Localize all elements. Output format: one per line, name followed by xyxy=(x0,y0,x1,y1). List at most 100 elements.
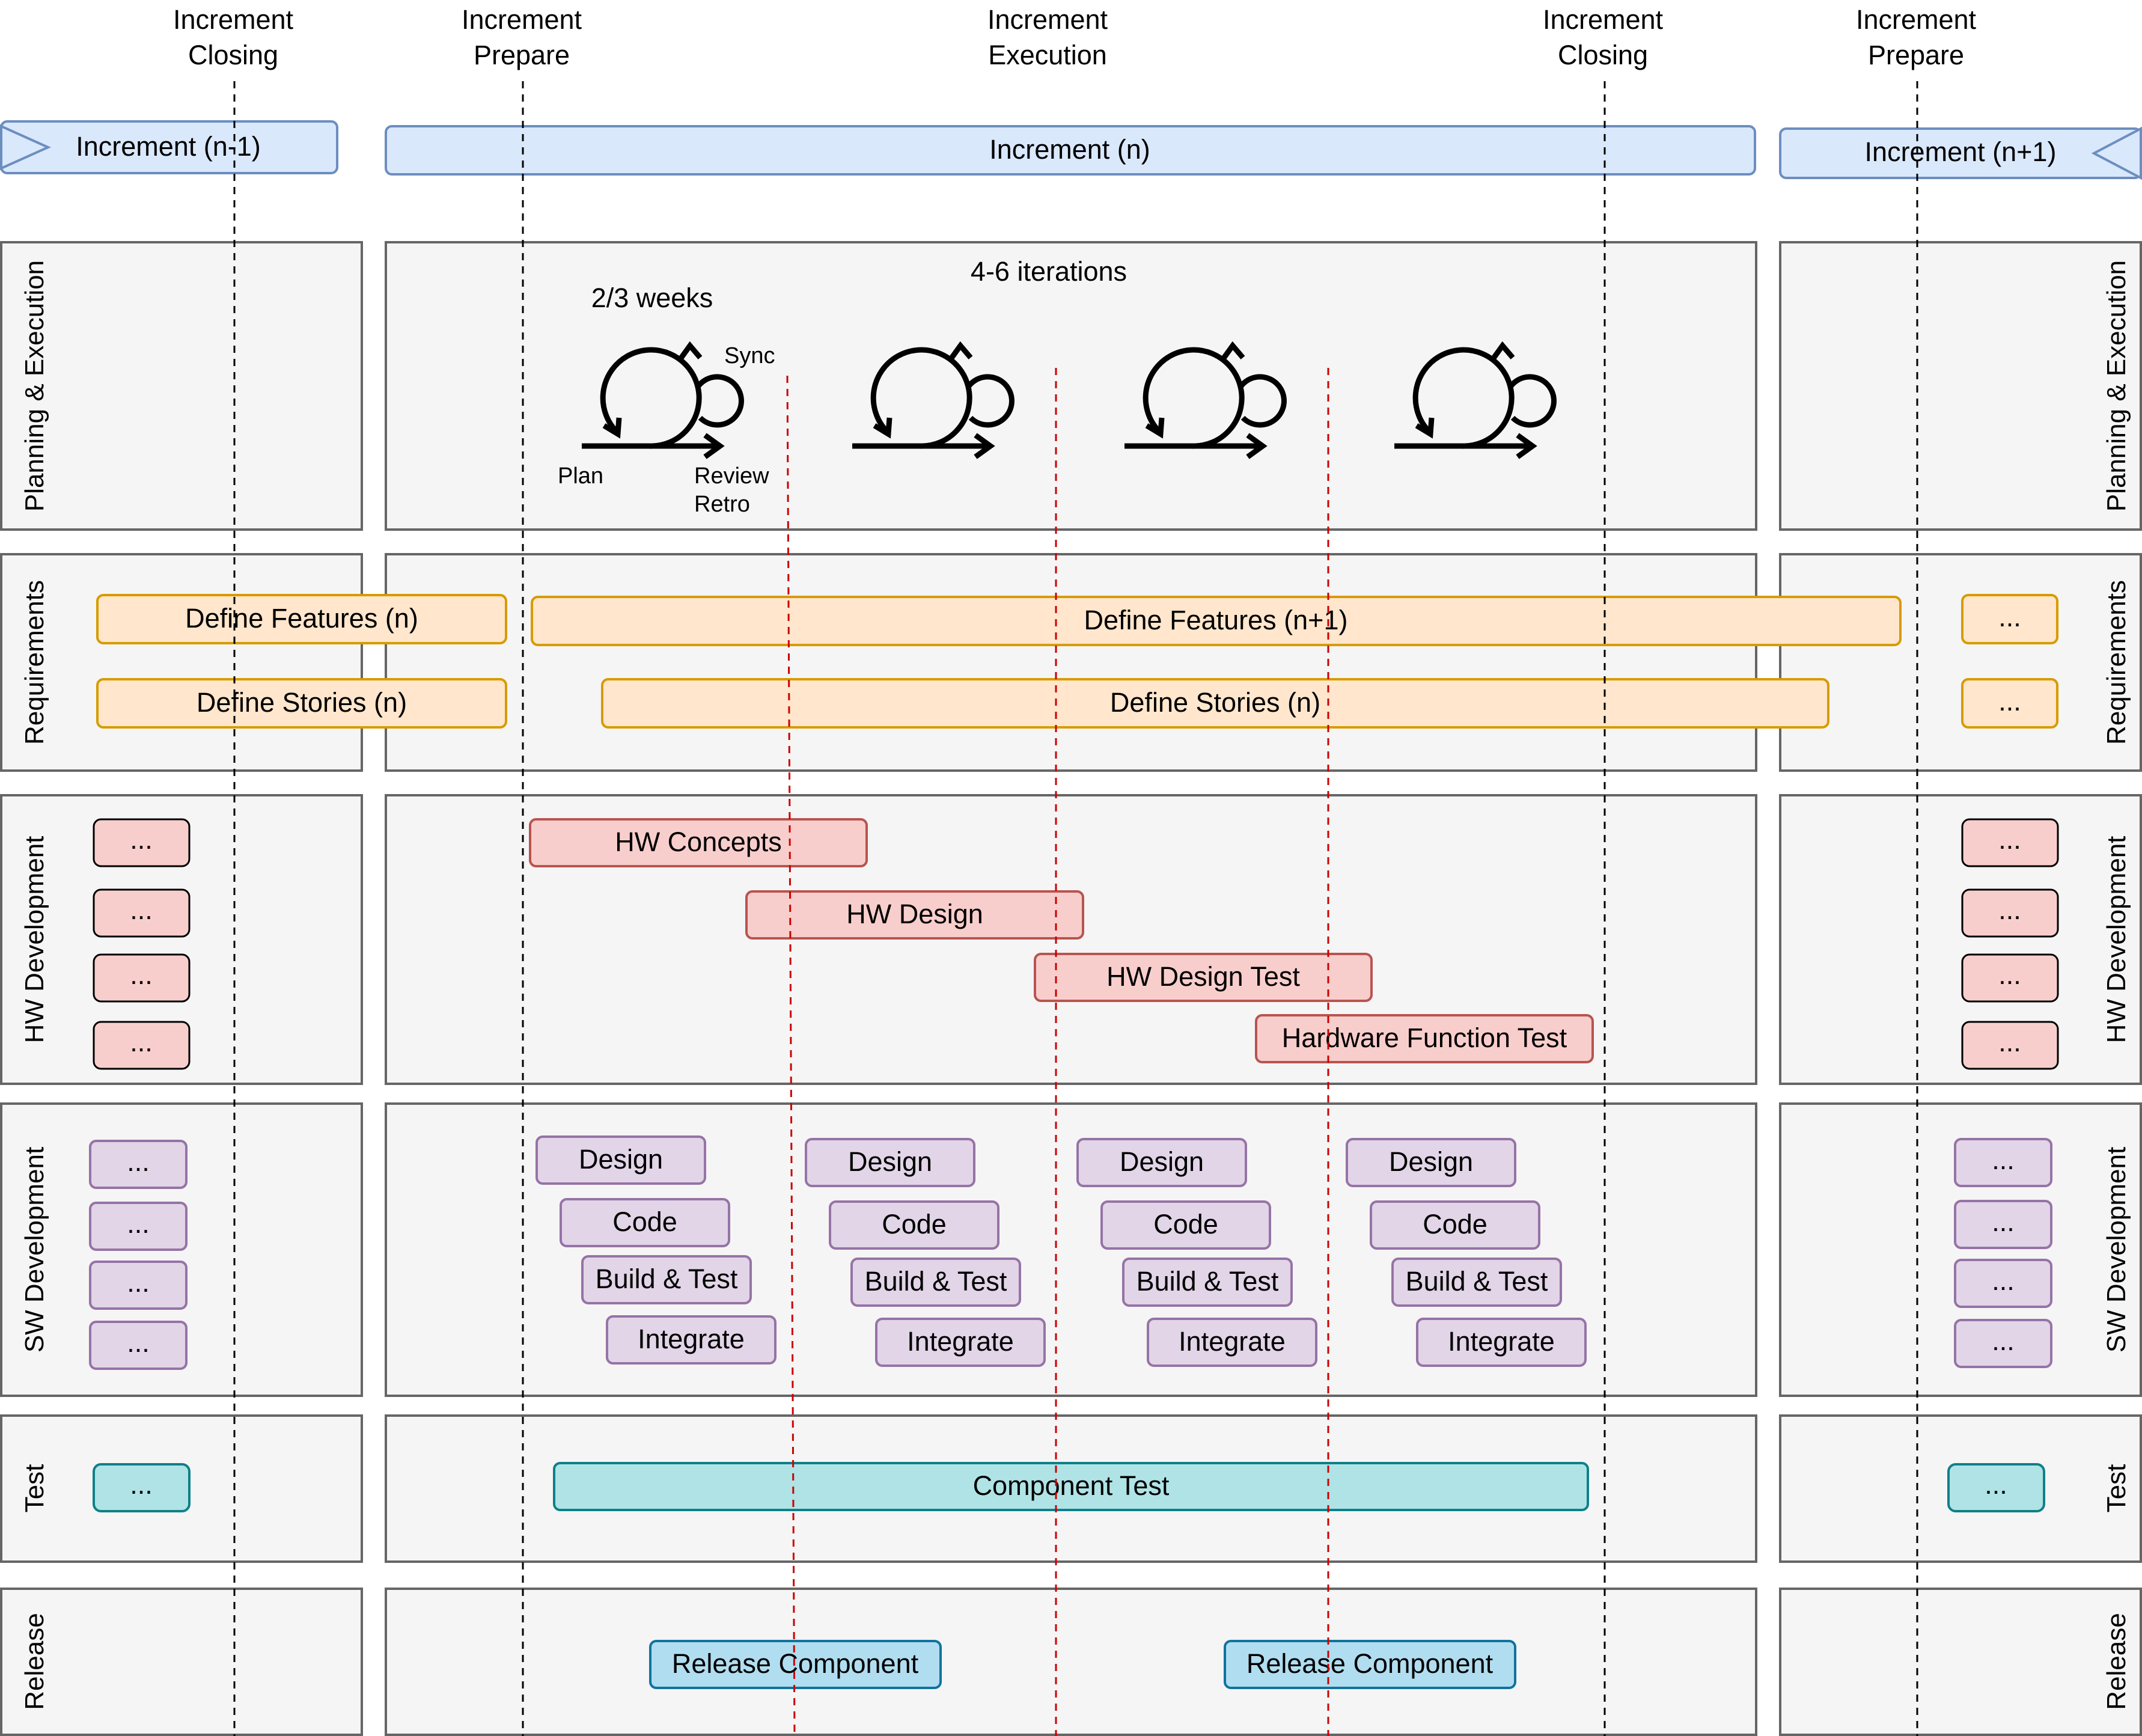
sw-integrate-iteration-3: Integrate xyxy=(1147,1318,1317,1367)
task-release-component-1: Release Component xyxy=(649,1640,942,1689)
lane-label-test-right: Test xyxy=(2102,1464,2131,1513)
task-label: Design xyxy=(848,1146,932,1177)
sw-code-iteration-4: Code xyxy=(1370,1200,1540,1250)
lane-hw-right-panel xyxy=(1779,794,2142,1085)
task-label: Build & Test xyxy=(1137,1266,1279,1297)
task-define-features-current: Define Features (n+1) xyxy=(531,596,1902,646)
sw-placeholder-right-4: ... xyxy=(1954,1319,2052,1368)
test-placeholder-right: ... xyxy=(1947,1463,2045,1512)
lane-release-left-panel xyxy=(0,1588,363,1736)
task-label: Hardware Function Test xyxy=(1282,1022,1567,1053)
lane-label-sw-right: SW Development xyxy=(2102,1147,2131,1352)
lane-label-release-right: Release xyxy=(2102,1613,2131,1710)
task-label: Design xyxy=(1389,1146,1473,1177)
sw-design-iteration-4: Design xyxy=(1346,1138,1516,1187)
task-hw-concepts: HW Concepts xyxy=(529,818,868,867)
phase-header-closing-prev-line2: Closing xyxy=(188,40,278,70)
task-label: ... xyxy=(1985,1469,2007,1500)
sw-placeholder-right-1: ... xyxy=(1954,1138,2052,1187)
increment-next-label: Increment (n+1) xyxy=(1865,136,2057,167)
task-define-stories-current: Define Stories (n) xyxy=(601,678,1829,729)
task-label: Release Component xyxy=(672,1648,919,1679)
sw-build-test-iteration-2: Build & Test xyxy=(850,1258,1021,1307)
lane-label-sw-left: SW Development xyxy=(20,1147,49,1352)
increment-bar-current: Increment (n) xyxy=(385,125,1756,176)
task-label: HW Design xyxy=(846,899,983,929)
hw-placeholder-right-2: ... xyxy=(1961,888,2059,938)
phase-header-prepare-next-line1: Increment xyxy=(1856,4,1977,35)
sw-build-test-iteration-3: Build & Test xyxy=(1122,1258,1293,1307)
lane-label-release-left: Release xyxy=(20,1613,49,1710)
scrum-cycle-icon xyxy=(1394,341,1557,459)
hw-placeholder-right-3: ... xyxy=(1961,953,2059,1003)
sw-design-iteration-2: Design xyxy=(805,1138,975,1187)
task-label: ... xyxy=(130,959,153,990)
iterations-label: 4-6 iterations xyxy=(971,256,1127,287)
task-label: HW Concepts xyxy=(615,827,782,857)
task-label: Code xyxy=(612,1206,677,1237)
sw-placeholder-left-1: ... xyxy=(89,1140,188,1189)
lane-label-hw-right: HW Development xyxy=(2102,836,2131,1044)
lane-requirements-left-panel xyxy=(0,553,363,772)
task-label: ... xyxy=(1998,894,2021,925)
sw-code-iteration-1: Code xyxy=(560,1198,730,1247)
sw-placeholder-left-2: ... xyxy=(89,1202,188,1251)
hw-placeholder-right-4: ... xyxy=(1961,1021,2059,1070)
hw-placeholder-left-1: ... xyxy=(93,818,191,867)
scrum-cycle-icon xyxy=(1124,341,1287,459)
lane-planning-left-panel xyxy=(0,241,363,531)
sw-code-iteration-3: Code xyxy=(1100,1200,1271,1250)
sw-placeholder-left-3: ... xyxy=(89,1261,188,1310)
task-label: Code xyxy=(1153,1209,1218,1239)
phase-header-closing-line1: Increment xyxy=(1543,4,1664,35)
lane-label-test-left: Test xyxy=(20,1464,49,1513)
task-label: Build & Test xyxy=(865,1266,1007,1297)
task-label: ... xyxy=(130,824,153,855)
duration-label: 2/3 weeks xyxy=(591,283,713,313)
sw-build-test-iteration-1: Build & Test xyxy=(581,1255,752,1304)
lane-requirements-center-panel xyxy=(385,553,1757,772)
sw-design-iteration-3: Design xyxy=(1076,1138,1247,1187)
task-label: Integrate xyxy=(907,1326,1014,1357)
task-label: ... xyxy=(1998,959,2021,990)
task-label: ... xyxy=(1998,1027,2021,1057)
increment-prev-arrow-icon xyxy=(0,124,51,171)
task-define-stories-prev: Define Stories (n) xyxy=(96,678,507,729)
lane-label-planning-right: Planning & Execution xyxy=(2102,260,2131,512)
task-hw-design-test: HW Design Test xyxy=(1034,953,1373,1002)
task-label: Integrate xyxy=(1179,1326,1286,1357)
increment-bar-prev: Increment (n-1) xyxy=(0,120,338,174)
task-label: Build & Test xyxy=(596,1264,738,1294)
phase-header-closing-line2: Closing xyxy=(1558,40,1648,70)
phase-header-prepare-line2: Prepare xyxy=(474,40,570,70)
hw-placeholder-left-2: ... xyxy=(93,888,191,938)
scrum-cycle-icon xyxy=(582,341,744,459)
task-hardware-function-test: Hardware Function Test xyxy=(1255,1014,1594,1063)
task-requirements-next-2: ... xyxy=(1961,678,2058,729)
phase-header-execution-line2: Execution xyxy=(988,40,1107,70)
test-placeholder-left: ... xyxy=(93,1463,191,1512)
task-label: Release Component xyxy=(1246,1648,1494,1679)
retro-label: Retro xyxy=(694,492,750,517)
increment-prev-label: Increment (n-1) xyxy=(76,131,261,162)
task-define-features-prev: Define Features (n) xyxy=(96,594,507,644)
task-label: Define Features (n) xyxy=(185,603,418,634)
phase-header-execution-line1: Increment xyxy=(987,4,1108,35)
task-label: ... xyxy=(127,1146,150,1177)
task-label: Component Test xyxy=(973,1470,1170,1501)
task-label: Code xyxy=(1423,1209,1488,1239)
lane-requirements-right-panel xyxy=(1779,553,2142,772)
iteration-boundary-line-1 xyxy=(786,375,796,1736)
task-label: ... xyxy=(127,1327,150,1358)
scrum-cycle-icon xyxy=(852,341,1015,459)
task-label: ... xyxy=(130,1469,153,1500)
task-label: Define Stories (n) xyxy=(197,687,407,718)
lane-label-hw-left: HW Development xyxy=(20,836,49,1044)
phase-header-prepare-line1: Increment xyxy=(462,4,582,35)
task-label: ... xyxy=(1992,1145,2015,1175)
task-label: HW Design Test xyxy=(1106,961,1300,992)
increment-current-label: Increment (n) xyxy=(989,134,1150,165)
task-label: ... xyxy=(1992,1325,2015,1356)
task-component-test: Component Test xyxy=(553,1462,1589,1511)
